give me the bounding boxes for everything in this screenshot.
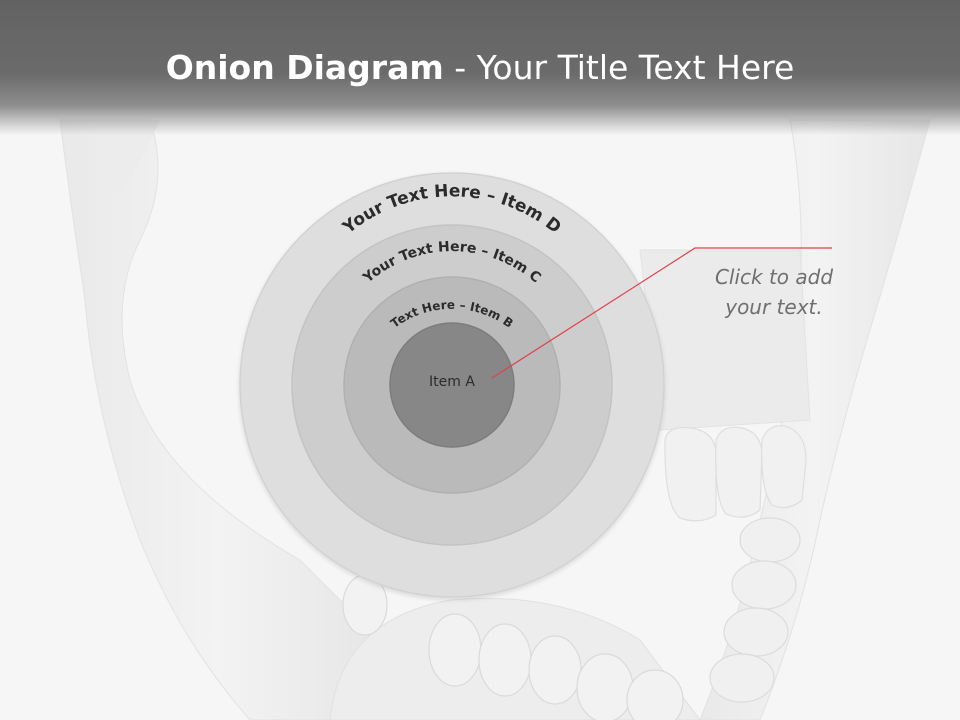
callout-line-1: Click to add xyxy=(714,265,834,289)
jaw-left-notch xyxy=(105,120,160,210)
lower-front-teeth xyxy=(342,574,684,720)
title-bar xyxy=(0,0,960,135)
callout-text-placeholder[interactable]: Click to add your text. xyxy=(690,262,858,322)
title-bold-text: Onion Diagram xyxy=(165,48,444,87)
callout-leader-line xyxy=(491,247,832,379)
onion-label-a: Item A xyxy=(429,374,475,390)
jaw-left-branch xyxy=(59,119,381,720)
slide-title[interactable]: Onion Diagram - Your Title Text Here xyxy=(0,44,960,92)
lower-right-teeth xyxy=(709,517,801,703)
title-rest-text: - Your Title Text Here xyxy=(443,48,795,87)
onion-layer-a[interactable] xyxy=(389,322,515,448)
callout-line-2: your text. xyxy=(725,295,823,319)
upper-teeth xyxy=(664,425,807,522)
